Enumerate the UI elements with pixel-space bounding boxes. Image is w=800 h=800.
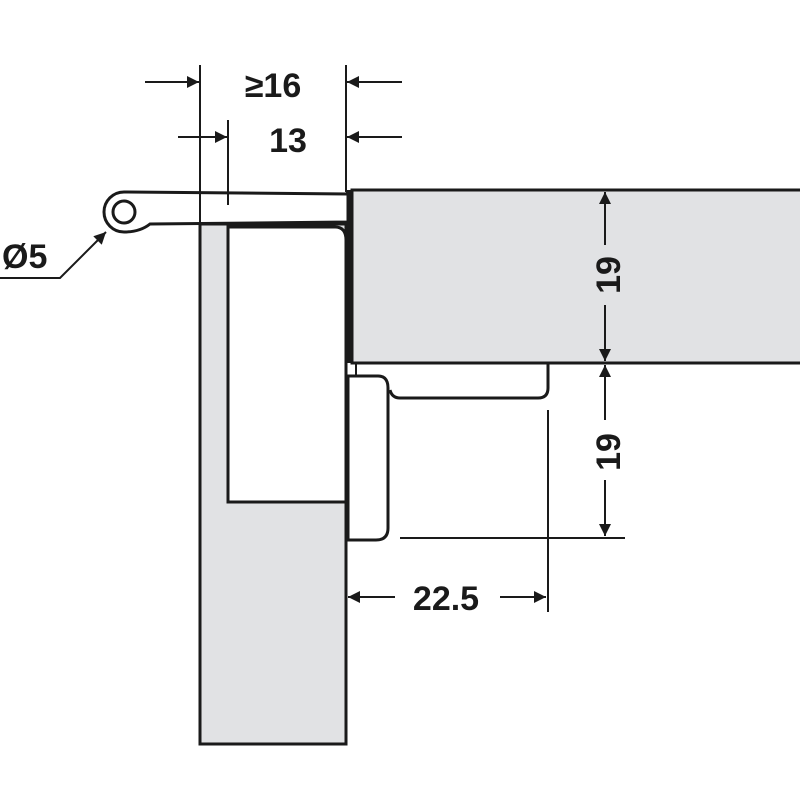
pivot-leader — [0, 231, 107, 279]
dim-plate-height: 19 — [590, 433, 628, 471]
side-panel — [198, 222, 348, 746]
pivot-hole — [111, 199, 137, 225]
dim-pivot-diameter: Ø5 — [2, 238, 47, 276]
top-panel — [350, 188, 800, 365]
hinge-cup-recess — [226, 225, 348, 504]
mounting-plate — [346, 361, 550, 542]
dim-hinge-offset: 13 — [269, 122, 307, 160]
dim-top-panel-thickness: 19 — [590, 256, 628, 294]
hinge-arm — [102, 190, 350, 234]
dim-overlay-min: ≥16 — [245, 67, 301, 105]
edge-strip — [346, 190, 353, 363]
dim-plate-depth: 22.5 — [413, 580, 479, 618]
